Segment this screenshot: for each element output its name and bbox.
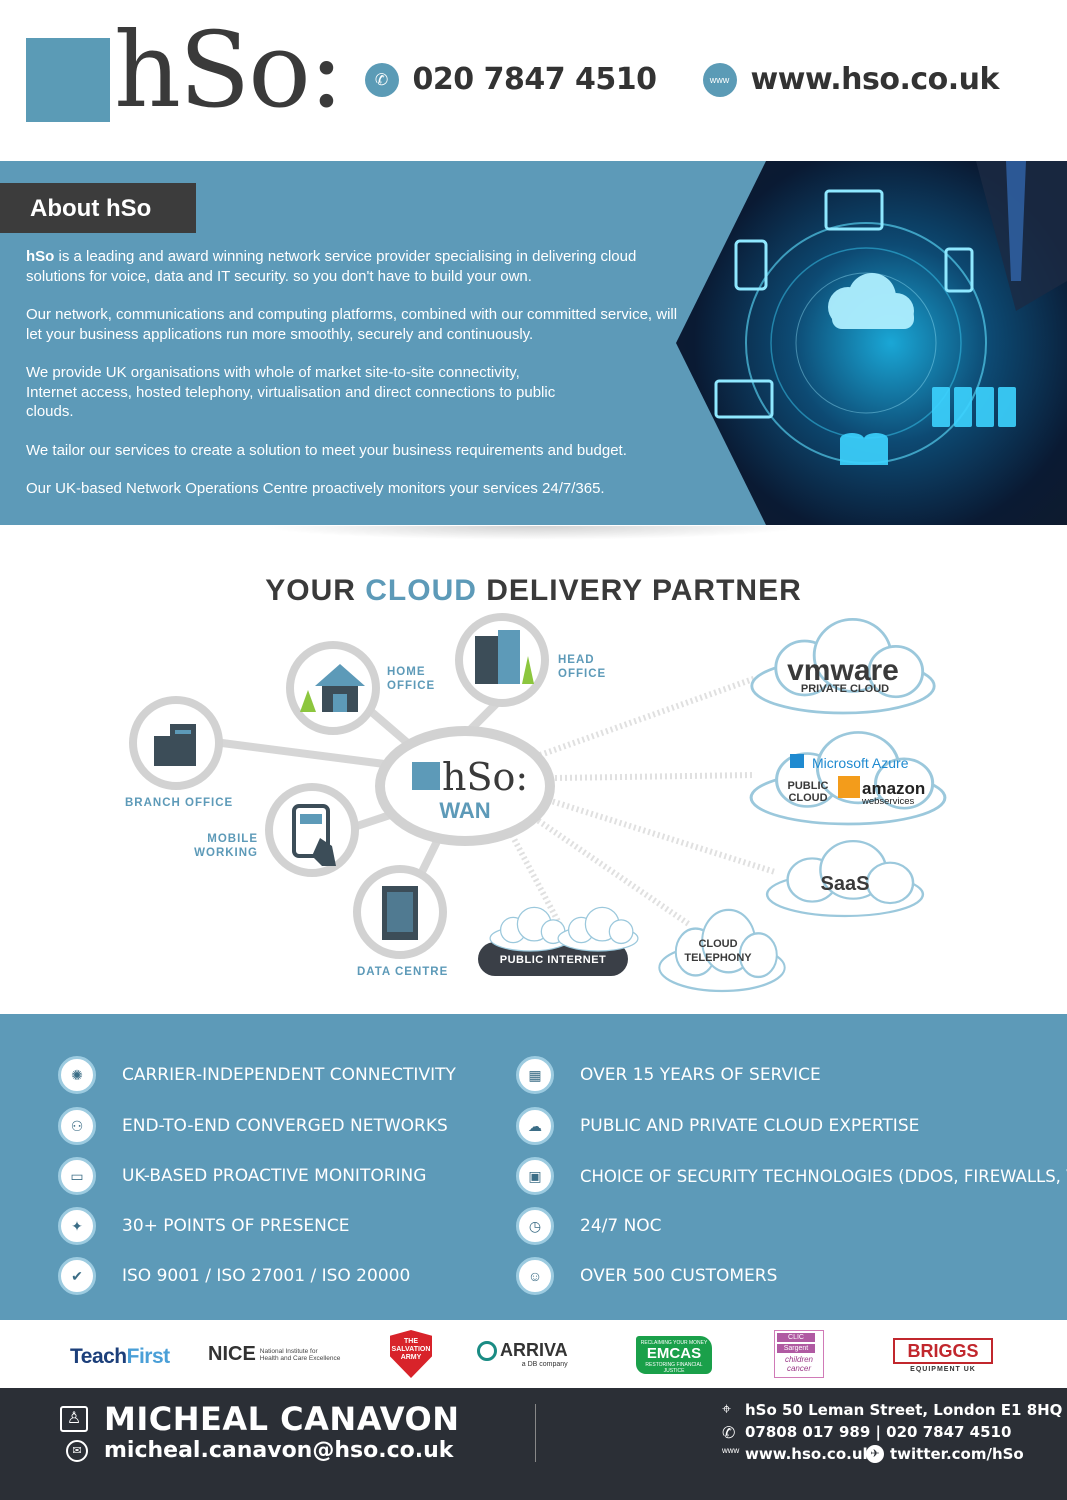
phone-icon: ✆ — [364, 62, 399, 97]
header-website-link[interactable]: www.hso.co.uk — [750, 62, 1000, 97]
user-icon: ♙ — [60, 1406, 88, 1432]
www-icon: www — [722, 1446, 740, 1455]
feature-left-1: ✺ CARRIER-INDEPENDENT CONNECTIVITY — [58, 1056, 456, 1094]
network-globe-icon: ✺ — [58, 1056, 96, 1094]
footer: ♙ MICHEAL CANAVON ✉ micheal.canavon@hso.… — [0, 1388, 1067, 1500]
hub-label: WAN — [439, 798, 490, 823]
about-paragraph-5: Our UK-based Network Operations Centre p… — [26, 480, 605, 497]
converged-network-icon: ⚇ — [58, 1107, 96, 1145]
page-header: hSo: ✆ 020 7847 4510 www www.hso.co.uk — [0, 0, 1067, 160]
head-office-label-2: OFFICE — [558, 668, 606, 680]
feature-right-3: ▣ CHOICE OF SECURITY TECHNOLOGIES (DDOS,… — [516, 1157, 1067, 1195]
arriva-logo: ARRIVA a DB company — [477, 1340, 568, 1368]
public-cloud-label-2: CLOUD — [788, 792, 827, 804]
footer-website-link[interactable]: www.hso.co.uk — [745, 1445, 873, 1463]
feature-left-5: ✔ ISO 9001 / ISO 27001 / ISO 20000 — [58, 1257, 410, 1295]
feature-left-4: ✦ 30+ POINTS OF PRESENCE — [58, 1207, 349, 1245]
aws-cubes-icon — [838, 776, 860, 798]
features-section: ✺ CARRIER-INDEPENDENT CONNECTIVITY ⚇ END… — [0, 1014, 1067, 1320]
webservices-label: webservices — [861, 796, 915, 807]
logo-wordmark: hSo: — [114, 9, 344, 131]
mobile-working-label-1: MOBILE — [207, 833, 258, 845]
footer-address: hSo 50 Leman Street, London E1 8HQ — [745, 1401, 1063, 1419]
amazon-label: amazon — [862, 779, 925, 798]
email-icon: ✉ — [66, 1440, 88, 1462]
briggs-logo: BRIGGS EQUIPMENT UK — [893, 1338, 993, 1378]
data-centre-label: DATA CENTRE — [357, 966, 448, 978]
footer-divider — [535, 1404, 536, 1462]
customer-icon: ☺ — [516, 1257, 554, 1295]
branch-office-label: BRANCH OFFICE — [125, 797, 233, 809]
azure-label: Microsoft Azure — [812, 755, 909, 771]
vmware-logo: vmware — [787, 654, 899, 687]
shadow-divider — [260, 526, 808, 540]
about-body: hSo is a leading and award winning netwo… — [26, 247, 686, 518]
phone-icon: ✆ — [722, 1425, 736, 1442]
lock-icon: ▣ — [516, 1157, 554, 1195]
home-icon — [300, 664, 365, 712]
client-logos — [0, 1322, 1067, 1388]
cloud-technology-photo — [676, 161, 1067, 525]
wan-hub — [375, 726, 555, 846]
cloud-connectors — [502, 675, 776, 928]
about-paragraph-2: Our network, communications and computin… — [26, 306, 678, 343]
feature-right-1: ▦ OVER 15 YEARS OF SERVICE — [516, 1056, 821, 1094]
datacentre-building-icon — [382, 886, 418, 940]
teachfirst-logo: TeachFirst — [70, 1345, 170, 1368]
mobile-working-label-2: WORKING — [194, 847, 258, 859]
emcas-logo: RECLAIMING YOUR MONEY EMCAS RESTORING FI… — [636, 1336, 712, 1374]
feature-right-2: ☁ PUBLIC AND PRIVATE CLOUD EXPERTISE — [516, 1107, 919, 1145]
mobile-working-node — [265, 783, 359, 877]
www-icon: www — [702, 62, 737, 97]
header-contacts: ✆ 020 7847 4510 www www.hso.co.uk — [364, 62, 1000, 97]
hub-logo-text: hSo: — [442, 755, 528, 799]
feature-left-2: ⚇ END-TO-END CONVERGED NETWORKS — [58, 1107, 448, 1145]
presenter-icon: ✦ — [58, 1207, 96, 1245]
head-office-label-1: HEAD — [558, 654, 595, 666]
about-title: About hSo — [0, 183, 196, 233]
cloud-telephony-cloud — [658, 908, 786, 993]
location-pin-icon: ⌖ — [722, 1401, 732, 1418]
windows-icon — [790, 754, 804, 768]
certification-badge-icon: ✔ — [58, 1257, 96, 1295]
saas-label: SaaS — [821, 873, 870, 895]
public-cloud-label-1: PUBLIC — [788, 780, 829, 792]
calendar-icon: ▦ — [516, 1056, 554, 1094]
header-phone[interactable]: 020 7847 4510 — [412, 62, 658, 97]
monitor-icon: ▭ — [58, 1157, 96, 1195]
feature-left-3: ▭ UK-BASED PROACTIVE MONITORING — [58, 1157, 426, 1195]
contact-name: MICHEAL CANAVON — [104, 1400, 460, 1438]
office-building-icon — [475, 630, 534, 684]
cloud-network-illustration — [714, 161, 1067, 465]
public-internet-label: PUBLIC INTERNET — [500, 954, 607, 966]
branch-building-icon — [154, 724, 196, 766]
logo-mark — [26, 38, 110, 122]
hub-logo-mark — [412, 762, 440, 790]
twitter-bird-icon: ✈ — [866, 1445, 884, 1463]
home-office-label-1: HOME — [387, 666, 426, 678]
cloud-telephony-label-2: TELEPHONY — [684, 952, 752, 964]
contact-email-link[interactable]: micheal.canavon@hso.co.uk — [104, 1438, 454, 1463]
cloud-partner-title: YOUR CLOUD DELIVERY PARTNER — [265, 574, 802, 607]
cloud-icon: ☁ — [516, 1107, 554, 1145]
mobile-phone-icon — [292, 804, 336, 866]
clic-sargent-logo: CLIC Sargent children cancer — [774, 1330, 824, 1378]
clock-24-icon: ◷ — [516, 1207, 554, 1245]
footer-phones[interactable]: 07808 017 989 | 020 7847 4510 — [745, 1423, 1012, 1441]
feature-right-4: ◷ 24/7 NOC — [516, 1207, 662, 1245]
about-paragraph-1: hSo is a leading and award winning netwo… — [26, 248, 637, 285]
cloud-telephony-label-1: CLOUD — [698, 938, 737, 950]
wan-diagram: hSo: WAN HOME OFFICE HEAD OFFICE — [125, 613, 947, 993]
about-section: About hSo hSo is a leading and award win… — [0, 161, 1067, 525]
about-paragraph-4: We tailor our services to create a solut… — [26, 441, 627, 459]
about-paragraph-3: We provide UK organisations with whole o… — [26, 364, 556, 420]
public-internet-graphic: PUBLIC INTERNET — [478, 906, 639, 976]
private-cloud-label: PRIVATE CLOUD — [801, 683, 889, 695]
feature-right-5: ☺ OVER 500 CUSTOMERS — [516, 1257, 777, 1295]
footer-twitter-link[interactable]: twitter.com/hSo — [890, 1445, 1024, 1463]
home-office-label-2: OFFICE — [387, 680, 435, 692]
